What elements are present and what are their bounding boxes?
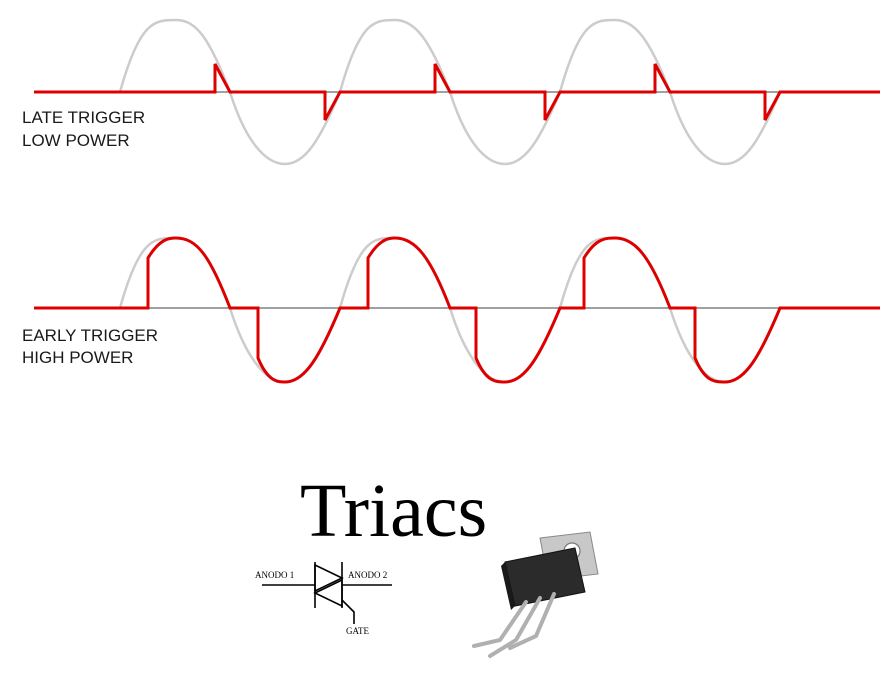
early-trigger-waveform — [34, 236, 880, 384]
anode1-label: ANODO 1 — [255, 570, 294, 580]
late-triggered-output — [34, 63, 880, 121]
late-trigger-label: LATE TRIGGER — [22, 108, 146, 127]
page-title: Triacs — [300, 469, 488, 553]
early-reference-sine — [118, 236, 782, 384]
anode2-label: ANODO 2 — [348, 570, 387, 580]
triac-to220-package — [472, 531, 599, 658]
late-trigger-waveform — [34, 18, 880, 166]
triac-schematic-symbol — [262, 562, 392, 624]
early-triggered-output — [34, 236, 880, 384]
early-trigger-label: EARLY TRIGGER — [22, 326, 159, 345]
high-power-label: HIGH POWER — [22, 348, 134, 367]
gate-label: GATE — [346, 626, 369, 636]
low-power-label: LOW POWER — [22, 131, 130, 150]
